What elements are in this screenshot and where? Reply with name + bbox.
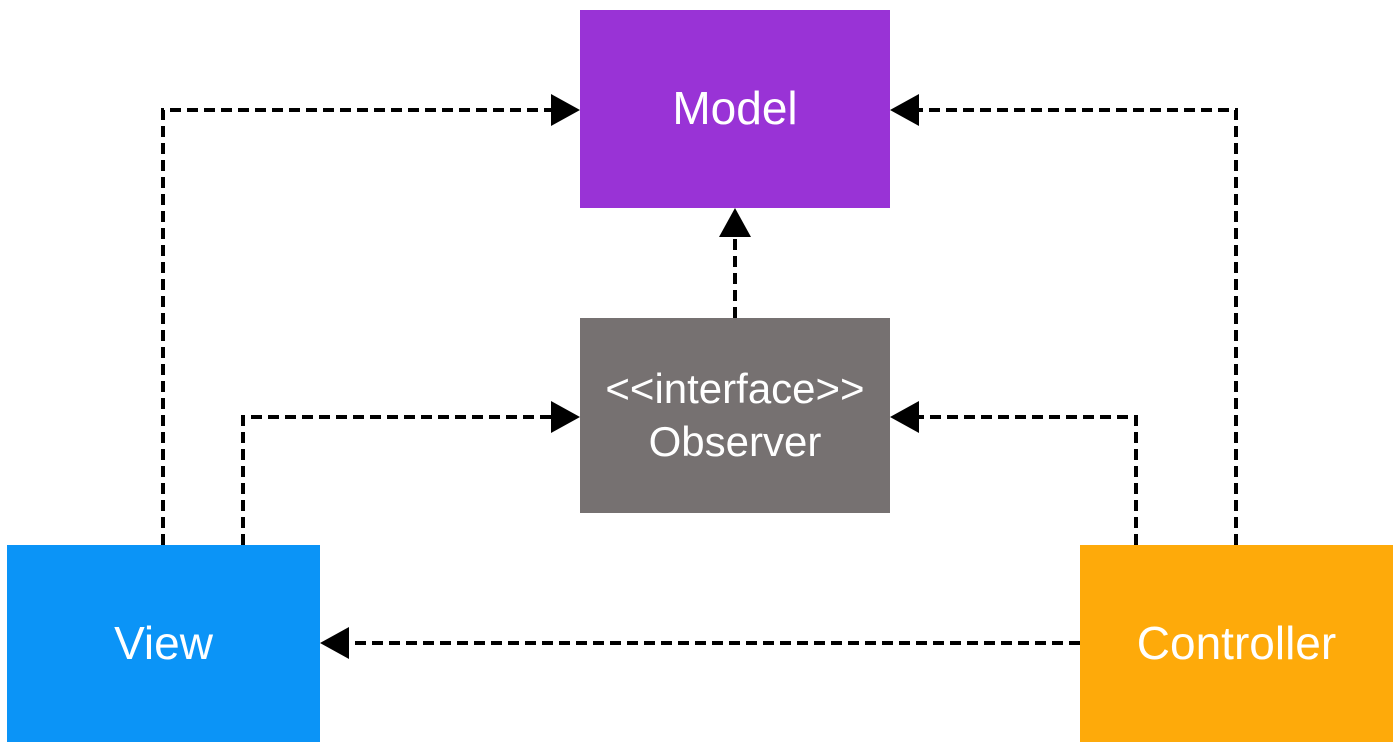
arrowhead-left-icon	[890, 401, 919, 433]
node-observer-stereotype-label: <<interface>>	[605, 365, 865, 412]
edge-view-to-observer	[241, 401, 580, 545]
node-controller-label: Controller	[1136, 616, 1337, 669]
edge-controller-to-observer	[890, 401, 1138, 545]
arrowhead-right-icon	[551, 94, 580, 126]
node-observer-interface: <<interface>> Observer	[580, 318, 890, 513]
node-view: View	[7, 545, 320, 742]
edge-view-to-model	[161, 94, 580, 545]
node-model-label: Model	[672, 82, 798, 135]
edge-controller-to-view	[320, 627, 1080, 659]
edge-controller-to-model	[890, 94, 1238, 545]
node-model: Model	[580, 10, 890, 208]
arrowhead-left-icon	[320, 627, 349, 659]
arrowhead-left-icon	[890, 94, 919, 126]
node-observer-name-label: Observer	[648, 417, 822, 465]
arrowhead-right-icon	[551, 401, 580, 433]
node-view-label: View	[114, 616, 213, 669]
arrowhead-up-icon	[719, 208, 751, 237]
edge-observer-to-model	[719, 208, 751, 318]
node-controller: Controller	[1080, 545, 1393, 742]
